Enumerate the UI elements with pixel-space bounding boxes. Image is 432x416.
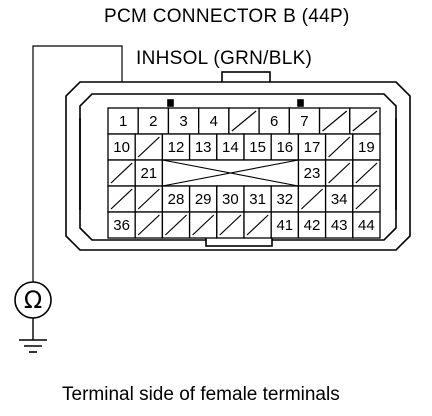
terminal-3: 3 <box>167 107 200 135</box>
terminal-number: 7 <box>300 113 308 130</box>
terminal-number: 17 <box>304 139 321 156</box>
terminal-number: 41 <box>276 217 293 234</box>
terminal-19: 19 <box>352 133 381 161</box>
terminal-14: 14 <box>216 133 245 161</box>
empty-cavity <box>188 211 218 239</box>
empty-cavity <box>318 107 351 135</box>
empty-cavity <box>297 185 327 213</box>
ground-symbol-icon <box>19 318 47 353</box>
connector-title: PCM CONNECTOR B (44P) <box>104 6 350 27</box>
ohmmeter-icon: Ω <box>14 281 52 319</box>
terminal-number: 31 <box>249 191 266 208</box>
terminal-12: 12 <box>161 133 191 161</box>
terminal-16: 16 <box>270 133 300 161</box>
empty-cavity <box>349 107 381 135</box>
terminal-44: 44 <box>352 211 381 239</box>
terminal-42: 42 <box>297 211 327 239</box>
empty-cavity <box>161 211 191 239</box>
terminal-number: 43 <box>331 217 348 234</box>
terminal-number: 16 <box>276 139 293 156</box>
terminal-number: 28 <box>168 191 185 208</box>
terminal-23: 23 <box>297 159 327 187</box>
empty-cavity <box>352 159 381 187</box>
empty-cavity <box>216 211 245 239</box>
terminal-number: 4 <box>210 113 218 130</box>
empty-cavity <box>134 185 164 213</box>
terminal-number: 30 <box>222 191 239 208</box>
terminal-43: 43 <box>324 211 354 239</box>
terminal-15: 15 <box>243 133 272 161</box>
terminal-36: 36 <box>107 211 136 239</box>
terminal-number: 15 <box>249 139 266 156</box>
terminal-7: 7 <box>288 107 321 135</box>
terminal-1: 1 <box>107 107 139 135</box>
empty-cavity <box>107 185 136 213</box>
terminal-34: 34 <box>324 185 354 213</box>
terminal-number: 1 <box>119 113 127 130</box>
terminal-31: 31 <box>243 185 272 213</box>
terminal-number: 44 <box>358 217 375 234</box>
terminal-13: 13 <box>188 133 218 161</box>
empty-cavity <box>352 185 381 213</box>
terminal-32: 32 <box>270 185 300 213</box>
terminal-number: 6 <box>270 113 278 130</box>
terminal-number: 2 <box>149 113 157 130</box>
terminal-2: 2 <box>137 107 170 135</box>
terminal-30: 30 <box>216 185 245 213</box>
terminal-number: 3 <box>179 113 187 130</box>
terminal-number: 19 <box>358 139 375 156</box>
terminal-4: 4 <box>198 107 230 135</box>
terminal-41: 41 <box>270 211 300 239</box>
signal-label: INHSOL (GRN/BLK) <box>136 48 313 69</box>
empty-cavity <box>228 107 260 135</box>
ohm-symbol: Ω <box>24 286 42 314</box>
terminal-number: 10 <box>113 139 130 156</box>
empty-cavity <box>324 159 354 187</box>
empty-cavity <box>107 159 136 187</box>
terminal-number: 36 <box>113 217 130 234</box>
terminal-29: 29 <box>188 185 218 213</box>
terminal-number: 29 <box>195 191 212 208</box>
empty-cavity <box>324 133 354 161</box>
terminal-number: 23 <box>304 165 321 182</box>
empty-cavity <box>134 211 164 239</box>
terminal-number: 21 <box>140 165 157 182</box>
view-caption: Terminal side of female terminals <box>62 384 340 405</box>
terminal-6: 6 <box>258 107 290 135</box>
empty-cavity <box>134 133 164 161</box>
blocked-cavity-area <box>161 159 300 187</box>
terminal-17: 17 <box>297 133 327 161</box>
terminal-number: 14 <box>222 139 239 156</box>
terminal-number: 12 <box>168 139 185 156</box>
terminal-number: 42 <box>304 217 321 234</box>
terminal-28: 28 <box>161 185 191 213</box>
terminal-10: 10 <box>107 133 136 161</box>
terminal-21: 21 <box>134 159 164 187</box>
empty-cavity <box>243 211 272 239</box>
terminal-number: 32 <box>276 191 293 208</box>
terminal-number: 13 <box>195 139 212 156</box>
terminal-number: 34 <box>331 191 348 208</box>
